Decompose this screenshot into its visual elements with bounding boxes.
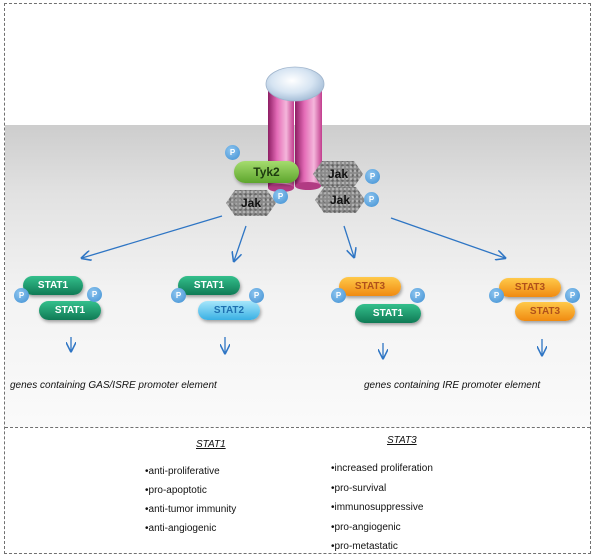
ire-genes-label: genes containing IRE promoter element [364, 380, 541, 391]
dimer-2-bottom-stat: STAT2 [198, 301, 260, 320]
arrow-to-dimer-3 [343, 225, 354, 257]
phospho-dimer-2-left: P [171, 288, 186, 303]
stat1-effect-item: •anti-proliferative [145, 466, 220, 477]
receptor-and-arrows [5, 66, 591, 554]
jak-kinase-right-bottom: Jak [315, 187, 365, 213]
tyk2-kinase: Tyk2 [234, 161, 299, 183]
stat1-effect-item: •anti-angiogenic [145, 523, 217, 534]
phospho-dimer-4-right: P [565, 288, 580, 303]
receptor-ligand-cap [265, 66, 325, 102]
phospho-jak-right-top: P [365, 169, 380, 184]
stat3-effects-title: STAT3 [387, 435, 417, 446]
stat1-effects-title: STAT1 [196, 439, 226, 450]
dimer-4-bottom-stat: STAT3 [515, 302, 575, 321]
stat1-effect-item: •pro-apoptotic [145, 485, 207, 496]
section-divider [5, 427, 590, 428]
stat3-effects-list: •increased proliferation •pro-survival •… [331, 459, 433, 553]
phospho-jak-right-bottom: P [364, 192, 379, 207]
stat3-effect-item: •pro-survival [331, 482, 387, 494]
dimer-1-top-stat: STAT1 [23, 276, 83, 295]
stat3-effect-item: •pro-angiogenic [331, 521, 401, 533]
jak-kinase-right-top: Jak [313, 161, 363, 187]
stat3-effect-item: •increased proliferation [331, 463, 433, 474]
dimer-1-bottom-stat: STAT1 [39, 301, 101, 320]
dimer-3-bottom-stat: STAT1 [355, 304, 421, 323]
phospho-dimer-3-left: P [331, 288, 346, 303]
figure-frame: Tyk2 Jak Jak Jak P P P P STAT1 STAT1 P P… [4, 3, 591, 554]
phospho-dimer-1-left: P [14, 288, 29, 303]
phospho-dimer-3-right: P [410, 288, 425, 303]
jak-kinase-left: Jak [226, 190, 276, 216]
stat3-effect-item: •immunosuppressive [331, 502, 424, 513]
phospho-jak-left: P [273, 189, 288, 204]
gas-isre-genes-label: genes containing GAS/ISRE promoter eleme… [10, 380, 217, 391]
arrow-to-dimer-4 [390, 217, 505, 258]
dimer-4-top-stat: STAT3 [499, 278, 561, 297]
phospho-dimer-2-right: P [249, 288, 264, 303]
dimer-3-top-stat: STAT3 [339, 277, 401, 296]
phospho-dimer-1-right: P [87, 287, 102, 302]
phospho-dimer-4-left: P [489, 288, 504, 303]
phospho-tyk2: P [225, 145, 240, 160]
stat3-effect-item: •pro-metastatic [331, 541, 398, 552]
arrow-to-dimer-2 [234, 225, 247, 261]
stat1-effect-item: •anti-tumor immunity [145, 504, 237, 515]
dimer-2-top-stat: STAT1 [178, 276, 240, 295]
arrow-to-dimer-1 [82, 215, 223, 258]
stat1-effects-list: •anti-proliferative •pro-apoptotic •anti… [145, 462, 236, 538]
